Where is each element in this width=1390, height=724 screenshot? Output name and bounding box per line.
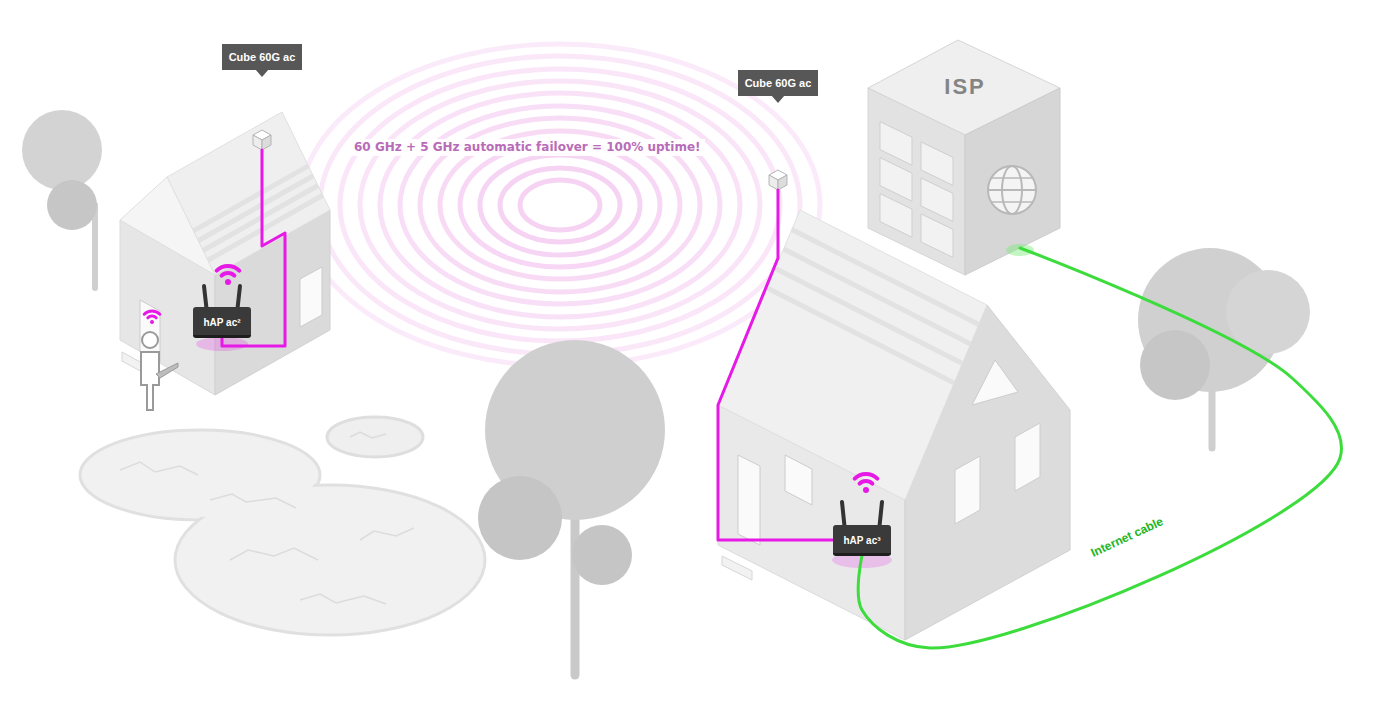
globe-parallel <box>992 201 1032 203</box>
wave-ring <box>340 69 780 341</box>
pond-fill <box>83 433 317 517</box>
building-wall <box>868 88 965 275</box>
tree-canopy <box>1140 330 1210 400</box>
cube-antenna <box>778 175 787 190</box>
router-box: hAP ac³ <box>833 525 890 556</box>
ethernet-cable <box>718 190 833 540</box>
router-model: hAP ac³ <box>843 535 880 547</box>
water-ripple <box>300 594 386 604</box>
gable-window <box>972 360 1018 405</box>
wifi-dot <box>225 279 231 285</box>
house-step <box>122 352 142 372</box>
globe-icon <box>988 166 1036 214</box>
server-rack <box>921 214 953 258</box>
cable-label: Internet cable <box>1086 513 1168 561</box>
wifi-arc <box>217 266 240 271</box>
roof-stripe <box>767 288 954 383</box>
port-glow <box>1006 244 1034 256</box>
tree-canopy <box>572 525 632 585</box>
house-step <box>722 556 752 580</box>
failover-note: 60 GHz + 5 GHz automatic failover = 100%… <box>350 139 705 156</box>
router-model: hAP ac² <box>203 317 240 329</box>
isp-building: ISP <box>863 40 1067 248</box>
person-body <box>141 352 159 410</box>
wave-ring <box>300 44 820 366</box>
device-name: Cube 60G ac <box>738 70 819 96</box>
house-roof <box>718 210 987 500</box>
wave-ring <box>520 180 600 230</box>
server-rack <box>921 142 953 186</box>
antenna-callout: Cube 60G ac <box>738 70 819 190</box>
wave-ring <box>460 143 660 267</box>
wifi-arc <box>222 273 235 276</box>
building-wall <box>965 88 1060 275</box>
tree-canopy <box>22 110 102 190</box>
water-ripple <box>360 528 414 540</box>
wave-ring <box>500 168 620 242</box>
house-gable <box>120 177 215 275</box>
wave-ring <box>360 81 760 329</box>
server-rack <box>921 178 953 222</box>
cube-antenna <box>253 135 262 150</box>
device-name: Cube 60G ac <box>222 44 303 70</box>
radio-waves <box>300 44 820 366</box>
roof-stripes <box>193 166 322 260</box>
house-window <box>785 455 812 505</box>
wave-ring <box>380 93 740 317</box>
wifi-arc <box>860 481 873 484</box>
wave-ring <box>400 106 720 304</box>
server-rack <box>880 158 912 202</box>
house-window <box>1015 423 1040 491</box>
cube-antenna <box>769 175 778 190</box>
globe-equator <box>988 189 1036 191</box>
server-racks <box>880 122 953 258</box>
tree-canopy <box>47 180 97 230</box>
wave-ring <box>320 56 800 354</box>
wifi-arc <box>144 311 160 314</box>
water-ripple <box>230 548 318 560</box>
roof-stripe <box>208 195 323 260</box>
tree-canopy <box>1226 270 1310 354</box>
wifi-dot <box>150 320 154 324</box>
callout-pointer <box>771 95 785 103</box>
wifi-dot <box>863 487 869 493</box>
server-rack <box>880 194 912 238</box>
house-window <box>300 267 322 327</box>
wifi-arc <box>148 316 156 318</box>
wifi-icon <box>144 311 160 318</box>
house-door <box>738 455 760 545</box>
pond <box>327 417 423 457</box>
wifi-icon <box>855 474 878 484</box>
globe-parallel <box>992 177 1032 179</box>
water-ripple <box>350 432 386 438</box>
wifi-icon <box>217 266 240 276</box>
router-box: hAP ac² <box>193 307 250 338</box>
callout-pointer <box>255 69 269 77</box>
water-ripple <box>120 462 198 475</box>
laptop <box>156 363 178 378</box>
wave-ring <box>480 155 640 255</box>
pond-texture <box>120 432 414 604</box>
server-rack <box>880 122 912 166</box>
antenna-callout: Cube 60G ac <box>222 44 303 150</box>
water-ripple <box>210 494 296 508</box>
tree-canopy <box>478 476 562 560</box>
isp-label: ISP <box>863 74 1067 100</box>
internet-cable <box>858 248 1341 648</box>
person-head <box>142 332 158 348</box>
cube-antenna <box>262 135 271 150</box>
wifi-arc <box>855 474 878 479</box>
roof-stripe <box>775 269 962 364</box>
house-window <box>955 456 980 524</box>
